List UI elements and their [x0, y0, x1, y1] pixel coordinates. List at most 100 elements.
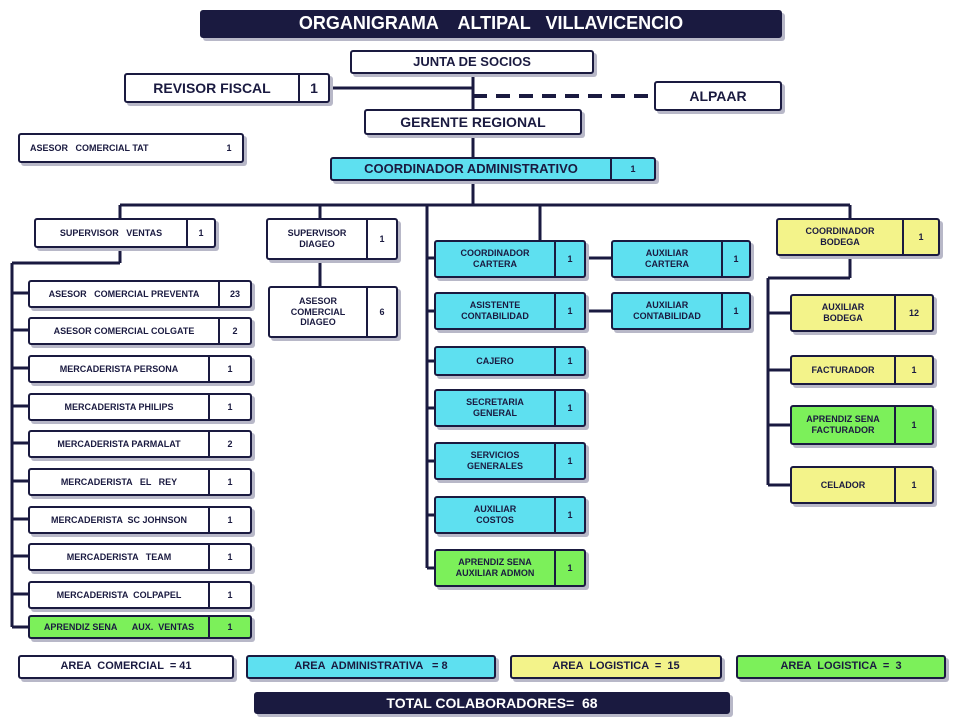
total-colaboradores-label: TOTAL COLABORADORES= 68 [386, 694, 598, 711]
ventas-item-6-label: MERCADERISTA SC JOHNSON [50, 514, 187, 525]
admin-item-6-box: APRENDIZ SENA AUXILIAR ADMON 1 [434, 549, 586, 587]
asesor-comercial-tat-box: ASESOR COMERCIAL TAT 1 [18, 133, 244, 163]
coordinador-administrativo-label: COORDINADOR ADMINISTRATIVO [364, 161, 578, 177]
alpaar-label: ALPAAR [689, 87, 747, 104]
bodega-item-1-label: FACTURADOR [811, 364, 875, 375]
bodega-item-0-label: AUXILIAR BODEGA [821, 302, 865, 323]
total-colaboradores-box: TOTAL COLABORADORES= 68 [254, 692, 730, 714]
gerente-regional-box: GERENTE REGIONAL [364, 109, 582, 135]
ventas-item-5-count: 1 [208, 470, 250, 494]
ventas-item-0-count: 23 [218, 282, 250, 306]
gerente-regional-label: GERENTE REGIONAL [400, 113, 546, 130]
asesor-comercial-diageo-box: ASESOR COMERCIAL DIAGEO 6 [268, 286, 398, 338]
coordinador-bodega-label: COORDINADOR BODEGA [805, 226, 875, 247]
bodega-item-3-count: 1 [894, 468, 932, 502]
ventas-item-3-count: 1 [208, 395, 250, 419]
bodega-item-0-box: AUXILIAR BODEGA 12 [790, 294, 934, 332]
admin-item-5-count: 1 [554, 498, 584, 532]
ventas-item-8-count: 1 [208, 583, 250, 607]
ventas-item-1-box: ASESOR COMERCIAL COLGATE 2 [28, 317, 252, 345]
supervisor-diageo-label: SUPERVISOR DIAGEO [287, 228, 347, 249]
bodega-item-0-count: 12 [894, 296, 932, 330]
supervisor-diageo-box: SUPERVISOR DIAGEO 1 [266, 218, 398, 260]
admin-item-0-label: COORDINADOR CARTERA [460, 248, 530, 269]
asesor-comercial-tat-label: ASESOR COMERCIAL TAT [30, 142, 149, 153]
admin-item-4-box: SERVICIOS GENERALES 1 [434, 442, 586, 480]
ventas-item-9-label: APRENDIZ SENA AUX. VENTAS [43, 621, 195, 632]
bodega-item-2-label: APRENDIZ SENA FACTURADOR [806, 414, 880, 435]
admin-item-6-label: APRENDIZ SENA AUXILIAR ADMON [455, 557, 535, 578]
revisor-fiscal-count: 1 [298, 75, 328, 101]
ventas-item-7-count: 1 [208, 545, 250, 569]
ventas-item-4-box: MERCADERISTA PARMALAT 2 [28, 430, 252, 458]
chart-title: ORGANIGRAMA ALTIPAL VILLAVICENCIO [200, 10, 782, 38]
revisor-fiscal-label: REVISOR FISCAL [153, 79, 271, 96]
ventas-item-0-label: ASESOR COMERCIAL PREVENTA [48, 288, 200, 299]
supervisor-ventas-box: SUPERVISOR VENTAS 1 [34, 218, 216, 248]
bodega-item-1-box: FACTURADOR 1 [790, 355, 934, 385]
summary-area-3: AREA LOGISTICA = 3 [736, 655, 946, 679]
asesor-comercial-diageo-label: ASESOR COMERCIAL DIAGEO [290, 295, 346, 328]
coordinador-bodega-box: COORDINADOR BODEGA 1 [776, 218, 940, 256]
auxiliar-contabilidad-label: AUXILIAR CONTABILIDAD [633, 300, 701, 321]
admin-item-3-label: SECRETARIA GENERAL [466, 397, 524, 418]
admin-item-3-count: 1 [554, 391, 584, 425]
ventas-item-3-box: MERCADERISTA PHILIPS 1 [28, 393, 252, 421]
junta-de-socios-label: JUNTA DE SOCIOS [413, 54, 531, 70]
summary-area-2: AREA LOGISTICA = 15 [510, 655, 722, 679]
ventas-item-8-box: MERCADERISTA COLPAPEL 1 [28, 581, 252, 609]
summary-area-label: AREA COMERCIAL = 41 [60, 660, 192, 673]
coordinador-administrativo-count: 1 [610, 159, 654, 179]
summary-area-label: AREA LOGISTICA = 3 [780, 660, 902, 673]
coordinador-administrativo-box: COORDINADOR ADMINISTRATIVO 1 [330, 157, 656, 181]
admin-item-2-box: CAJERO 1 [434, 346, 586, 376]
admin-item-3-box: SECRETARIA GENERAL 1 [434, 389, 586, 427]
ventas-item-2-count: 1 [208, 357, 250, 381]
admin-item-6-count: 1 [554, 551, 584, 585]
revisor-fiscal-box: REVISOR FISCAL 1 [124, 73, 330, 103]
ventas-item-9-count: 1 [208, 617, 250, 637]
supervisor-diageo-count: 1 [366, 220, 396, 258]
ventas-item-2-box: MERCADERISTA PERSONA 1 [28, 355, 252, 383]
alpaar-box: ALPAAR [654, 81, 782, 111]
admin-item-4-count: 1 [554, 444, 584, 478]
auxiliar-cartera-box: AUXILIAR CARTERA 1 [611, 240, 751, 278]
junta-de-socios-box: JUNTA DE SOCIOS [350, 50, 594, 74]
admin-item-1-box: ASISTENTE CONTABILIDAD 1 [434, 292, 586, 330]
ventas-item-8-label: MERCADERISTA COLPAPEL [56, 589, 182, 600]
coordinador-bodega-count: 1 [902, 220, 938, 254]
summary-area-0: AREA COMERCIAL = 41 [18, 655, 234, 679]
summary-area-label: AREA LOGISTICA = 15 [552, 660, 680, 673]
auxiliar-contabilidad-box: AUXILIAR CONTABILIDAD 1 [611, 292, 751, 330]
ventas-item-9-box: APRENDIZ SENA AUX. VENTAS 1 [28, 615, 252, 639]
chart-title-text: ORGANIGRAMA ALTIPAL VILLAVICENCIO [298, 13, 684, 34]
admin-item-0-count: 1 [554, 242, 584, 276]
admin-item-1-label: ASISTENTE CONTABILIDAD [461, 300, 529, 321]
auxiliar-contabilidad-count: 1 [721, 294, 749, 328]
ventas-item-0-box: ASESOR COMERCIAL PREVENTA 23 [28, 280, 252, 308]
admin-item-2-label: CAJERO [476, 355, 514, 366]
ventas-item-4-count: 2 [208, 432, 250, 456]
bodega-item-1-count: 1 [894, 357, 932, 383]
admin-item-5-label: AUXILIAR COSTOS [473, 504, 517, 525]
admin-item-2-count: 1 [554, 348, 584, 374]
ventas-item-1-count: 2 [218, 319, 250, 343]
ventas-item-4-label: MERCADERISTA PARMALAT [57, 438, 181, 449]
admin-item-4-label: SERVICIOS GENERALES [466, 450, 523, 471]
bodega-item-3-label: CELADOR [820, 479, 866, 490]
asesor-comercial-tat-count: 1 [226, 143, 232, 153]
admin-item-1-count: 1 [554, 294, 584, 328]
ventas-item-2-label: MERCADERISTA PERSONA [59, 363, 179, 374]
ventas-item-1-label: ASESOR COMERCIAL COLGATE [53, 325, 195, 336]
ventas-item-7-label: MERCADERISTA TEAM [66, 551, 172, 562]
supervisor-ventas-count: 1 [186, 220, 214, 246]
auxiliar-cartera-label: AUXILIAR CARTERA [645, 248, 689, 269]
summary-area-1: AREA ADMINISTRATIVA = 8 [246, 655, 496, 679]
ventas-item-3-label: MERCADERISTA PHILIPS [64, 401, 174, 412]
summary-area-label: AREA ADMINISTRATIVA = 8 [294, 660, 448, 673]
